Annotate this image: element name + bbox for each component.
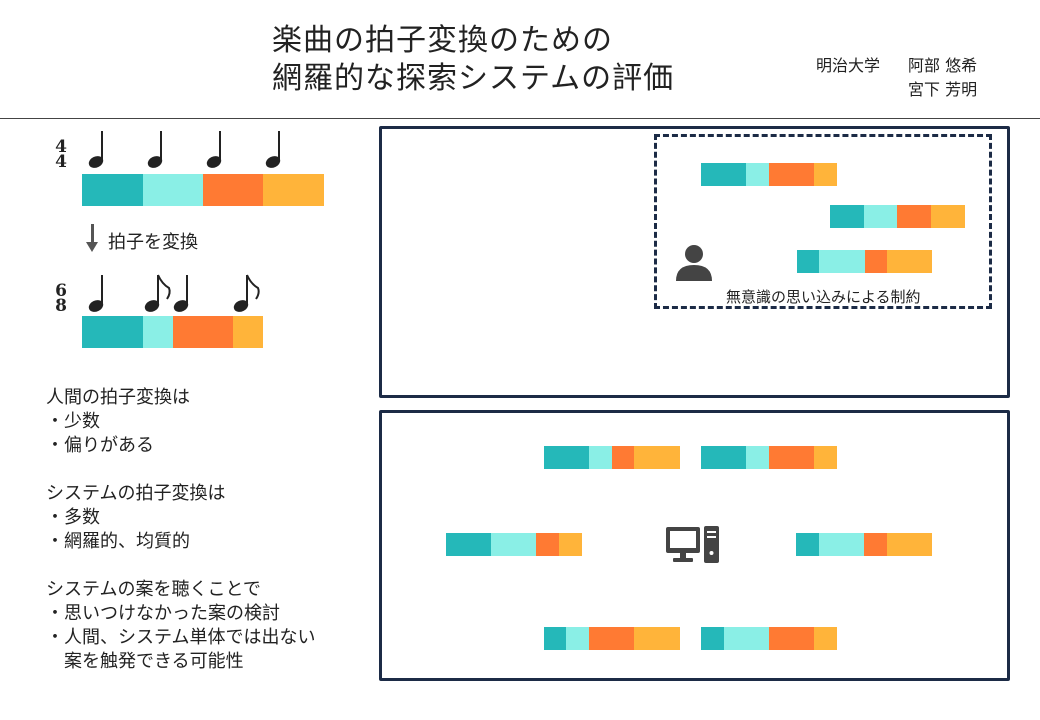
explanation-text: 人間の拍子変換は ・少数 ・偏りがある システムの拍子変換は ・多数 ・網羅的、… [46, 386, 315, 674]
time-signature-4-4: 4 4 [55, 137, 67, 172]
listen-item: 案を触発できる可能性 [46, 651, 244, 672]
system-conversion-bar [446, 533, 582, 556]
beat-segment [143, 316, 173, 348]
system-conversion-bar [701, 446, 837, 469]
system-item: ・網羅的、均質的 [46, 531, 190, 552]
quarter-note-icon [147, 131, 163, 168]
author-abe: 阿部 悠希 [908, 56, 978, 75]
beat-bar-4-4 [82, 174, 324, 206]
system-panel [379, 410, 1010, 681]
beat-segment [82, 174, 143, 206]
quarter-note-icon [265, 131, 281, 168]
listen-heading: システムの案を聴くことで [46, 579, 261, 600]
system-item: ・多数 [46, 507, 100, 528]
notes-6-8 [88, 274, 260, 312]
time-signature-6-8: 6 8 [55, 281, 67, 316]
eighth-note-icon [144, 274, 171, 312]
affiliation: 明治大学 [816, 56, 881, 75]
bias-label: 無意識の思い込みによる制約 [726, 288, 921, 306]
person-icon [676, 245, 712, 281]
title-line-1: 楽曲の拍子変換のための [272, 23, 613, 58]
quarter-note-icon [88, 275, 104, 312]
beat-segment [173, 316, 233, 348]
authors: 明治大学 阿部 悠希 宮下 芳明 [816, 54, 977, 102]
quarter-note-icon [173, 275, 189, 312]
quarter-notes-4-4 [88, 131, 281, 168]
beat-segment [233, 316, 263, 348]
quarter-note-icon [88, 131, 104, 168]
poster-title: 楽曲の拍子変換のための 網羅的な探索システムの評価 [272, 22, 674, 98]
author-miyashita: 宮下 芳明 [908, 80, 978, 99]
human-conversion-bar [830, 205, 965, 228]
beat-bar-6-8 [82, 316, 263, 348]
system-conversion-bar [544, 627, 680, 650]
header-divider [0, 118, 1040, 119]
eighth-note-icon [233, 274, 260, 312]
human-conversion-bar [797, 250, 932, 273]
computer-icon [666, 526, 719, 563]
bias-constraint-region [654, 134, 992, 309]
human-panel [379, 126, 1010, 398]
quarter-note-icon [206, 131, 222, 168]
beat-segment [203, 174, 263, 206]
system-heading: システムの拍子変換は [46, 483, 226, 504]
beat-segment [143, 174, 203, 206]
beat-segment [263, 174, 324, 206]
system-conversion-bar [796, 533, 932, 556]
human-heading: 人間の拍子変換は [46, 387, 190, 408]
down-arrow-icon [86, 224, 98, 252]
human-item: ・少数 [46, 411, 100, 432]
listen-item: ・思いつけなかった案の検討 [46, 603, 280, 624]
beat-segment [82, 316, 143, 348]
human-conversion-bar [701, 163, 837, 186]
title-line-2: 網羅的な探索システムの評価 [272, 61, 675, 96]
system-conversion-bar [701, 627, 837, 650]
human-item: ・偏りがある [46, 435, 154, 456]
conversion-label: 拍子を変換 [108, 232, 198, 253]
system-conversion-bar [544, 446, 680, 469]
listen-item: ・人間、システム単体では出ない [46, 627, 316, 648]
